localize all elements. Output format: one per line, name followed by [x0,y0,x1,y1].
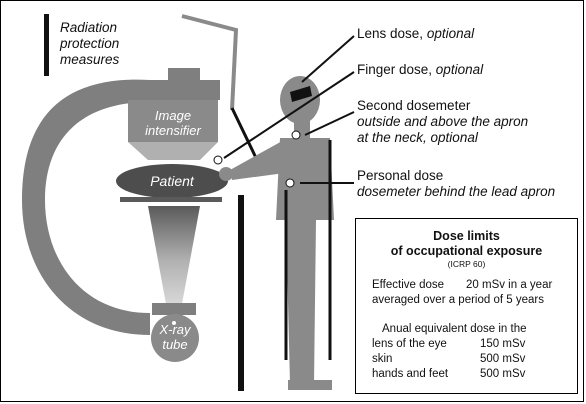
patient-table [120,197,222,202]
operator-hand [219,167,233,181]
radiation-protection-label: Radiation protection measures [60,20,119,68]
second-dosemeter-line3: at the neck, optional [357,130,478,145]
operator-leg-left [288,380,310,390]
xray-beam [148,206,200,304]
skin-value: 500 mSv [480,353,526,365]
intensifier-top [168,68,200,80]
limits-title: Dose limits [433,229,500,243]
tube-focus [172,321,176,325]
second-dosemeter-title: Second dosemeter [357,98,471,113]
effective-dose-period: averaged over a period of 5 years [372,294,544,306]
limits-subtitle: of occupational exposure [390,244,543,258]
effective-dose-label: Effective dose [372,279,445,291]
dose-limits-box: Dose limits of occupational exposure (IC… [355,218,578,394]
tube-collimator [152,303,196,315]
limits-source: (ICRP 60) [447,259,486,269]
ceiling-suspension [181,14,239,111]
neck-dosemeter [291,130,301,140]
lens-eye-value: 150 mSv [480,338,526,350]
finger-dose-label: Finger dose, optional [357,62,483,78]
floor-shield [238,195,244,391]
operator-torso [276,138,334,384]
rpm-line2: protection [60,36,120,51]
second-dosemeter-label: Second dosemeter outside and above the a… [357,98,528,146]
personal-dose-line2: dosemeter behind the lead apron [357,184,556,199]
intensifier-cap [140,80,220,100]
skin-label: skin [372,353,393,365]
personal-dose-title: Personal dose [357,168,444,183]
finger-dose-text: Finger dose, [357,62,436,77]
finger-dose-note: optional [435,62,484,77]
second-leader [304,111,355,136]
finger-leader [223,71,355,159]
rpm-line3: measures [60,52,120,67]
ceiling-shield [230,107,260,163]
image-intensifier [128,100,218,142]
protection-bar-left [44,14,49,76]
hands-feet-label: hands and feet [372,368,449,380]
lens-eye-label: lens of the eye [372,338,447,350]
intensifier-funnel [128,142,218,160]
xray-tube [151,314,199,362]
effective-dose-value: 20 mSv in a year [466,279,553,291]
finger-dosemeter [213,155,223,165]
lead-glasses [290,86,312,102]
c-arm [22,79,150,335]
personal-dose-label: Personal dose dosemeter behind the lead … [357,168,555,200]
second-dosemeter-line2: outside and above the apron [357,114,529,129]
lens-dose-text: Lens dose, [357,26,427,41]
rpm-line1: Radiation [60,20,118,35]
lens-dose-label: Lens dose, optional [357,26,474,42]
patient-body [116,164,228,198]
operator-leg-right [310,380,332,390]
annual-dose-header: Anual equivalent dose in the [382,323,527,335]
lens-dose-note: optional [426,26,475,41]
personal-dosemeter [285,178,295,188]
operator-arm [230,140,292,180]
hands-feet-value: 500 mSv [480,368,526,380]
patient-label: Patient [150,173,194,189]
lens-leader [301,35,355,83]
